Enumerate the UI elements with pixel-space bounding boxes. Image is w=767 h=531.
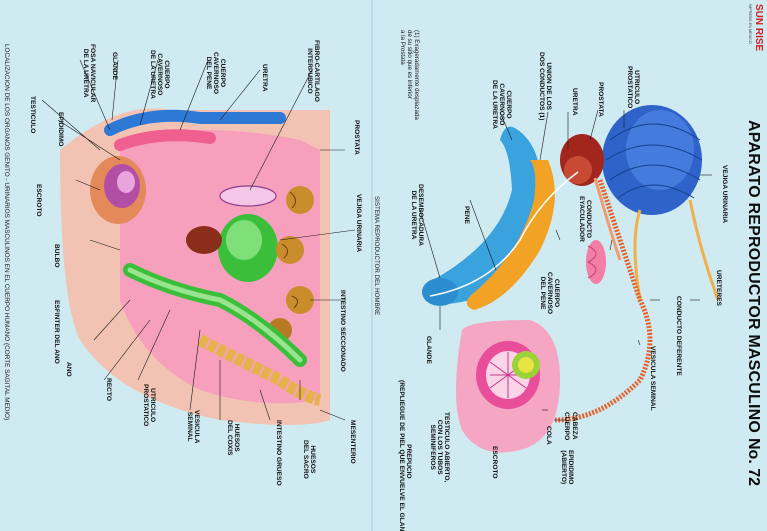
- system-caption: SISTEMA REPRODUCTOR DEL HOMBRE: [373, 196, 380, 316]
- label-conducto-deferente: CONDUCTO DEFERENTE: [675, 296, 682, 376]
- label-intestino-grueso: INTESTINO GRUESO: [275, 420, 282, 486]
- label-vesicula-seminal-left: VESICULA SEMINAL: [185, 410, 200, 444]
- footnote: (1) Exageradamente desplazada de su siti…: [399, 30, 420, 120]
- left-testis-center: [117, 171, 135, 193]
- label-escroto-left: ESCROTO: [35, 184, 42, 217]
- label-huesos-sacro: HUESOS DEL SACRO: [301, 440, 316, 479]
- ureter-right: [688, 199, 720, 301]
- label-cuerpo-cavernoso-uretra-left: CUERPO CAVERNOSO DE LA URETRA: [148, 50, 170, 99]
- label-conducto-eyaculador: CONDUCTO EYACULADOR: [577, 196, 592, 242]
- brand-tagline: IMPRESO EN MEXICO: [748, 4, 752, 44]
- vas-deferens: [554, 179, 653, 423]
- seminal-vesicle-illustration: [586, 240, 606, 284]
- label-epididimo-abierto: EPIDIDIMO (ABIERTO): [559, 450, 574, 485]
- ureter-left: [633, 209, 642, 301]
- label-huesos-coxis: HUESOS DEL COXIS: [225, 420, 240, 456]
- label-glande-left: GLANDE: [111, 52, 118, 80]
- leader-lines-left: [41, 59, 356, 421]
- prostate-illustration: [560, 134, 604, 186]
- label-cabeza: CABEZA: [571, 412, 578, 440]
- corpus-spongiosum-illustration: [423, 126, 541, 305]
- location-caption: LOCALIZACION DE LOS ORGANOS GENITO - URI…: [3, 44, 10, 421]
- page-title: APARATO REPRODUCTOR MASCULINO: [745, 120, 762, 434]
- left-corpus-spongiosum: [104, 109, 286, 136]
- leader-lines-right: [419, 109, 712, 421]
- label-ano: ANO: [65, 362, 72, 377]
- label-prostata-left: PROSTATA: [353, 120, 360, 155]
- label-uretra-left: URETRA: [261, 64, 268, 92]
- label-cuerpo-cavernoso-pene-left: CUERPO CAVERNOSO DEL PENE: [204, 52, 226, 95]
- left-bladder-highlight: [226, 220, 262, 260]
- label-utriculo-prostatico: UTRICULO PROSTATICO: [625, 66, 640, 109]
- label-uretra-right: URETRA: [571, 88, 578, 116]
- label-fibro-cartilago: FIBRO-CARTILAGO INTERPUBICO: [305, 40, 320, 102]
- label-utriculo-prostatico-left: UTRICULO PROSTATICO: [141, 384, 156, 427]
- glans-illustration: [422, 278, 458, 306]
- label-bulbo: BULBO: [53, 244, 60, 268]
- label-cuerpo: CUERPO: [563, 412, 570, 441]
- label-union-conductos: UNION DE LOS DOS CONDUCTOS (1): [537, 52, 552, 121]
- label-ureteres: URETERES: [715, 270, 722, 306]
- label-vesicula-seminal-right: VESICULA SEMINAL: [649, 346, 656, 411]
- label-testiculo-abierto: TESTICULO ABIERTO, CON LOS TUBOS SEMINIF…: [428, 412, 450, 483]
- label-esfinter-ano: ESFINTER DEL ANO: [53, 300, 60, 364]
- label-cuerpo-cavernoso-pene-right: CUERPO CAVERNOSO DEL PENE: [538, 272, 560, 315]
- vas-deferens-branch: [593, 177, 622, 261]
- bladder-illustration: [602, 105, 703, 215]
- label-vejiga-urinaria: VEJIGA URINARIA: [721, 165, 728, 224]
- corpus-cavernosum-illustration: [466, 160, 555, 310]
- label-glande-right: GLANDE: [425, 336, 432, 364]
- label-pene: PENE: [463, 206, 470, 224]
- plate-number: No. 72: [745, 438, 762, 487]
- label-mesenterio: MESENTERIO: [349, 420, 356, 464]
- brand-logo: SUN RISE: [753, 4, 764, 52]
- label-prepucio: PREPUCIO (REPLIEGUE DE PIEL QUE ENVUELVE…: [397, 380, 412, 531]
- left-corpus-cavernosum: [114, 129, 216, 151]
- label-epididimo-left: EPIDIDIMO: [57, 112, 64, 147]
- label-testiculo-left: TESTICULO: [29, 96, 36, 134]
- left-prostate-illustration: [186, 226, 222, 254]
- rectum-highlight: [127, 267, 303, 363]
- label-fosa-navicular: FOSA NAVICULAR DE LA URETRA: [81, 44, 96, 103]
- label-cola: COLA: [545, 426, 552, 445]
- sacrum-illustration: [197, 334, 322, 406]
- label-vejiga-urinaria-left: VEJIGA URINARIA: [355, 194, 362, 253]
- label-cuerpo-cavernoso-uretra-right: CUERPO CAVERNOSO DE LA URETRA: [490, 80, 512, 129]
- label-intestino-seccionado: INTESTINO SECCIONADO: [339, 290, 346, 372]
- label-recto: RECTO: [105, 378, 112, 401]
- testis-illustration: [456, 320, 560, 453]
- label-desembocadura-uretra: DESEMBOCADURA DE LA URETRA: [409, 184, 424, 246]
- label-escroto-right: ESCROTO: [491, 446, 498, 479]
- urethra-line: [429, 171, 579, 297]
- label-prostata-right: PROSTATA: [597, 82, 604, 117]
- pubic-cartilage: [219, 185, 277, 207]
